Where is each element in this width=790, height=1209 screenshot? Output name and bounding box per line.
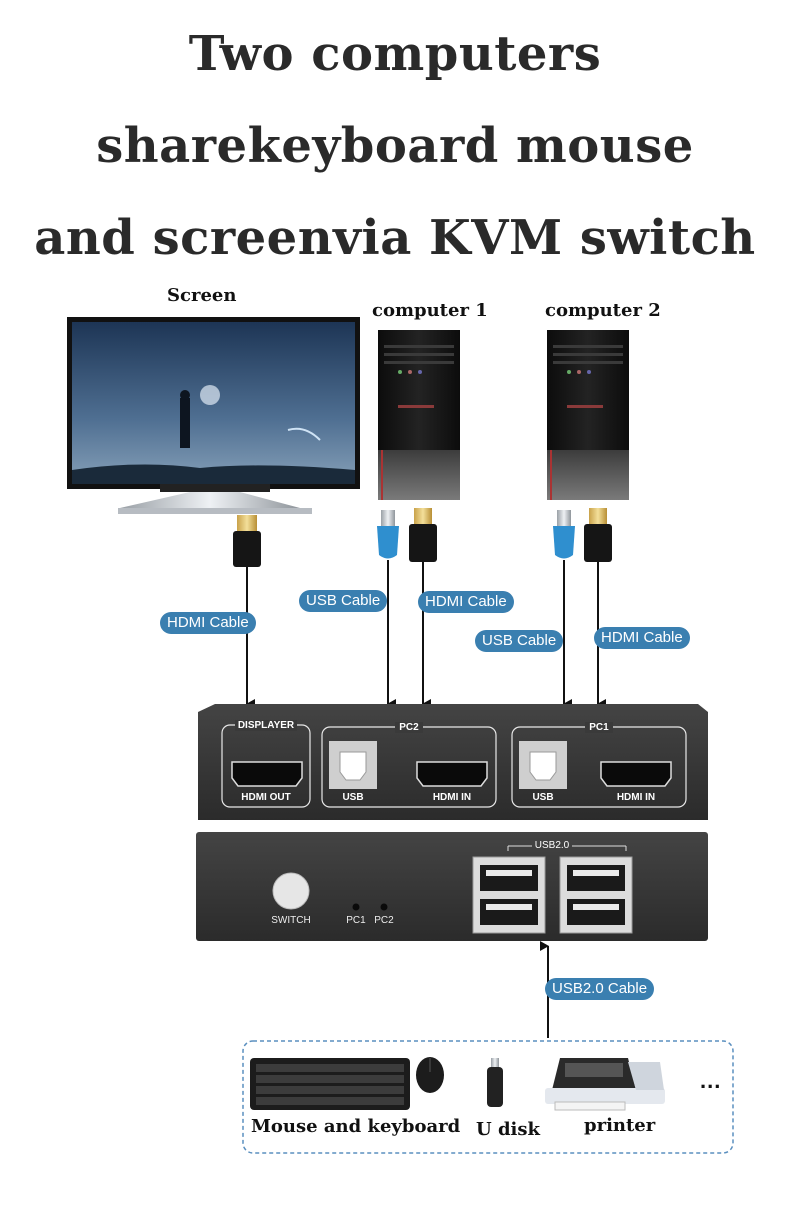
usb-b-port-icon	[519, 741, 567, 789]
usb2-cable-pill: USB2.0 Cable	[545, 978, 655, 1000]
kvm-front-panel	[196, 832, 708, 941]
pc2-port-group-label: PC2	[395, 722, 423, 733]
hdmi-cable-pc1-pill: HDMI Cable	[418, 591, 514, 613]
switch-button	[272, 872, 310, 910]
udisk-label: U disk	[476, 1119, 540, 1140]
computer-1-icon	[378, 330, 460, 500]
computer-2-label: computer 2	[545, 300, 661, 321]
more-devices-label: ...	[700, 1068, 722, 1093]
pc2-hdmi-in-label: HDMI IN	[432, 792, 472, 803]
title-line-3: and screenvia KVM switch	[34, 210, 756, 266]
printer-label: printer	[584, 1115, 656, 1136]
printer-icon	[545, 1058, 665, 1111]
pc1-hdmi-in-label: HDMI IN	[616, 792, 656, 803]
mouse-icon	[416, 1057, 444, 1093]
usb-a-port-icon	[472, 856, 546, 934]
screen-label: Screen	[167, 285, 237, 306]
hdmi-port-icon	[231, 761, 303, 787]
hdmi-plug-icon	[584, 508, 612, 562]
hdmi-cable-pc2-pill: HDMI Cable	[594, 627, 690, 649]
hdmi-port-icon	[416, 761, 488, 787]
usb-b-port-icon	[329, 741, 377, 789]
usb20-label: USB2.0	[534, 840, 570, 851]
pc1-usb-label: USB	[532, 792, 554, 803]
title-line-2: sharekeyboard mouse	[96, 118, 694, 174]
hdmi-out-label: HDMI OUT	[241, 792, 291, 803]
hdmi-cable-screen-pill: HDMI Cable	[160, 612, 256, 634]
hdmi-plug-icon	[409, 508, 437, 562]
peripherals-box	[242, 1040, 734, 1154]
pc1-led	[352, 903, 360, 911]
usb-cable-pc1-pill: USB Cable	[299, 590, 388, 612]
usb-plug-icon	[377, 510, 399, 559]
page-title: Two computers sharekeyboard mouse and sc…	[0, 8, 790, 284]
usb-drive-icon	[487, 1058, 503, 1107]
pc2-led-label: PC2	[374, 915, 394, 926]
displayer-label: DISPLAYER	[234, 720, 298, 731]
pc1-port-group-label: PC1	[585, 722, 613, 733]
mouse-keyboard-label: Mouse and keyboard	[251, 1116, 461, 1137]
pc2-usb-label: USB	[342, 792, 364, 803]
keyboard-icon	[250, 1058, 410, 1110]
switch-label: SWITCH	[271, 915, 311, 926]
hdmi-plug-icon	[233, 515, 261, 567]
monitor-icon	[67, 317, 360, 514]
pc2-led	[380, 903, 388, 911]
usb-plug-icon	[553, 510, 575, 559]
pc1-led-label: PC1	[346, 915, 366, 926]
computer-1-label: computer 1	[372, 300, 488, 321]
usb-a-port-icon	[559, 856, 633, 934]
title-line-1: Two computers	[188, 26, 602, 82]
hdmi-port-icon	[600, 761, 672, 787]
usb-cable-pc2-pill: USB Cable	[475, 630, 564, 652]
computer-2-icon	[547, 330, 629, 500]
